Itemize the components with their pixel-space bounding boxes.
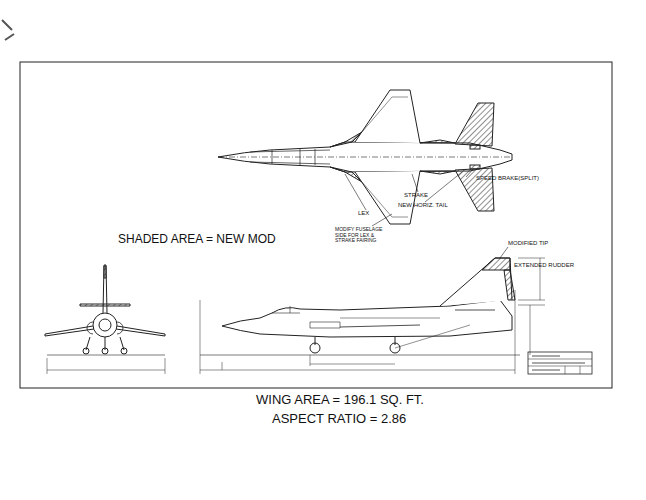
callout-note: MODIFY FUSELAGE SIDE FOR LEX & STRAKE FA…	[335, 227, 395, 244]
callout-label: SPEED BRAKE(SPLIT)	[476, 175, 539, 182]
callout-label: STRAKE	[404, 192, 428, 199]
callout-label: NEW HORIZ. TAIL	[398, 202, 448, 209]
shading-note: SHADED AREA = NEW MOD	[118, 233, 276, 246]
aspect-ratio-note: ASPECT RATIO = 2.86	[272, 412, 406, 426]
wing-area-note: WING AREA = 196.1 SQ. FT.	[256, 393, 424, 407]
callout-label: LEX	[358, 210, 369, 217]
callout-label: EXTENDED RUDDER	[514, 262, 574, 269]
callout-label: MODIFIED TIP	[508, 240, 548, 247]
